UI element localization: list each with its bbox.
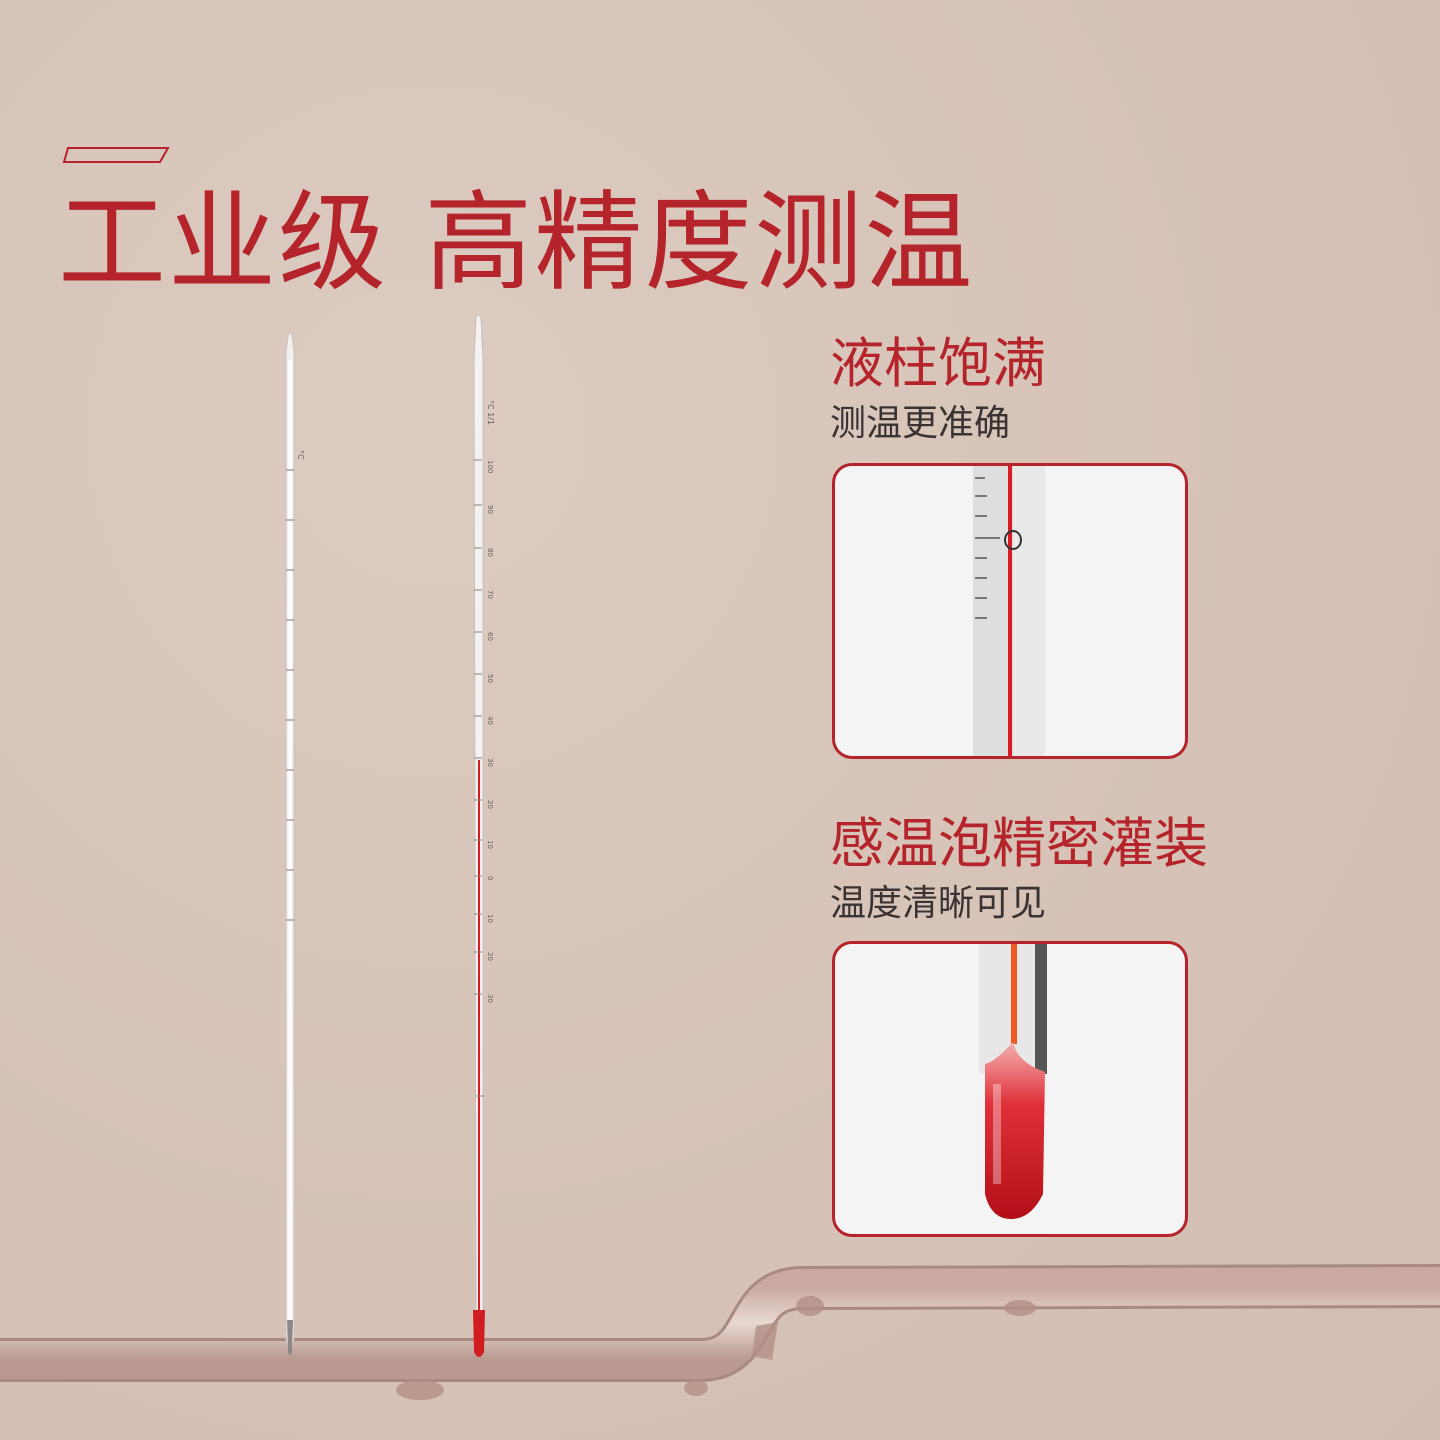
clear-thermometer: °C [285,332,305,1355]
page-title: 工业级 高精度测温 [58,181,975,306]
bulb-closeup-icon [979,944,1047,1219]
scale-label: 50 [486,674,494,683]
scale-label: 20 [486,800,494,809]
unit-label: °C [296,450,305,460]
feature-title-liquid-column: 液柱饱满 [830,332,1046,395]
liquid-column-closeup-icon [973,466,1045,756]
scale-label: 30 [486,758,494,767]
scale-label: 70 [486,590,494,599]
scale-label: 100 [486,460,494,473]
scale-label: 0 [486,876,494,880]
unit-label: °C 1/1 [486,400,495,425]
scale-label: 30 [486,994,494,1003]
scale-label: 40 [486,716,494,725]
bulb-closeup [832,941,1188,1237]
scale-label: 20 [486,952,494,961]
scale-label: 90 [486,505,494,514]
scale-label: 10 [486,914,494,923]
decorative-parallelogram-icon [62,147,170,163]
feature-subtitle-bulb: 温度清晰可见 [830,883,1047,924]
scale-label: 60 [486,632,494,641]
feature-subtitle-liquid-column: 测温更准确 [830,403,1011,444]
scale-label: 10 [486,840,494,849]
liquid-column-closeup [832,463,1188,759]
scale-label: 80 [486,548,494,557]
feature-title-bulb: 感温泡精密灌装 [830,812,1208,875]
